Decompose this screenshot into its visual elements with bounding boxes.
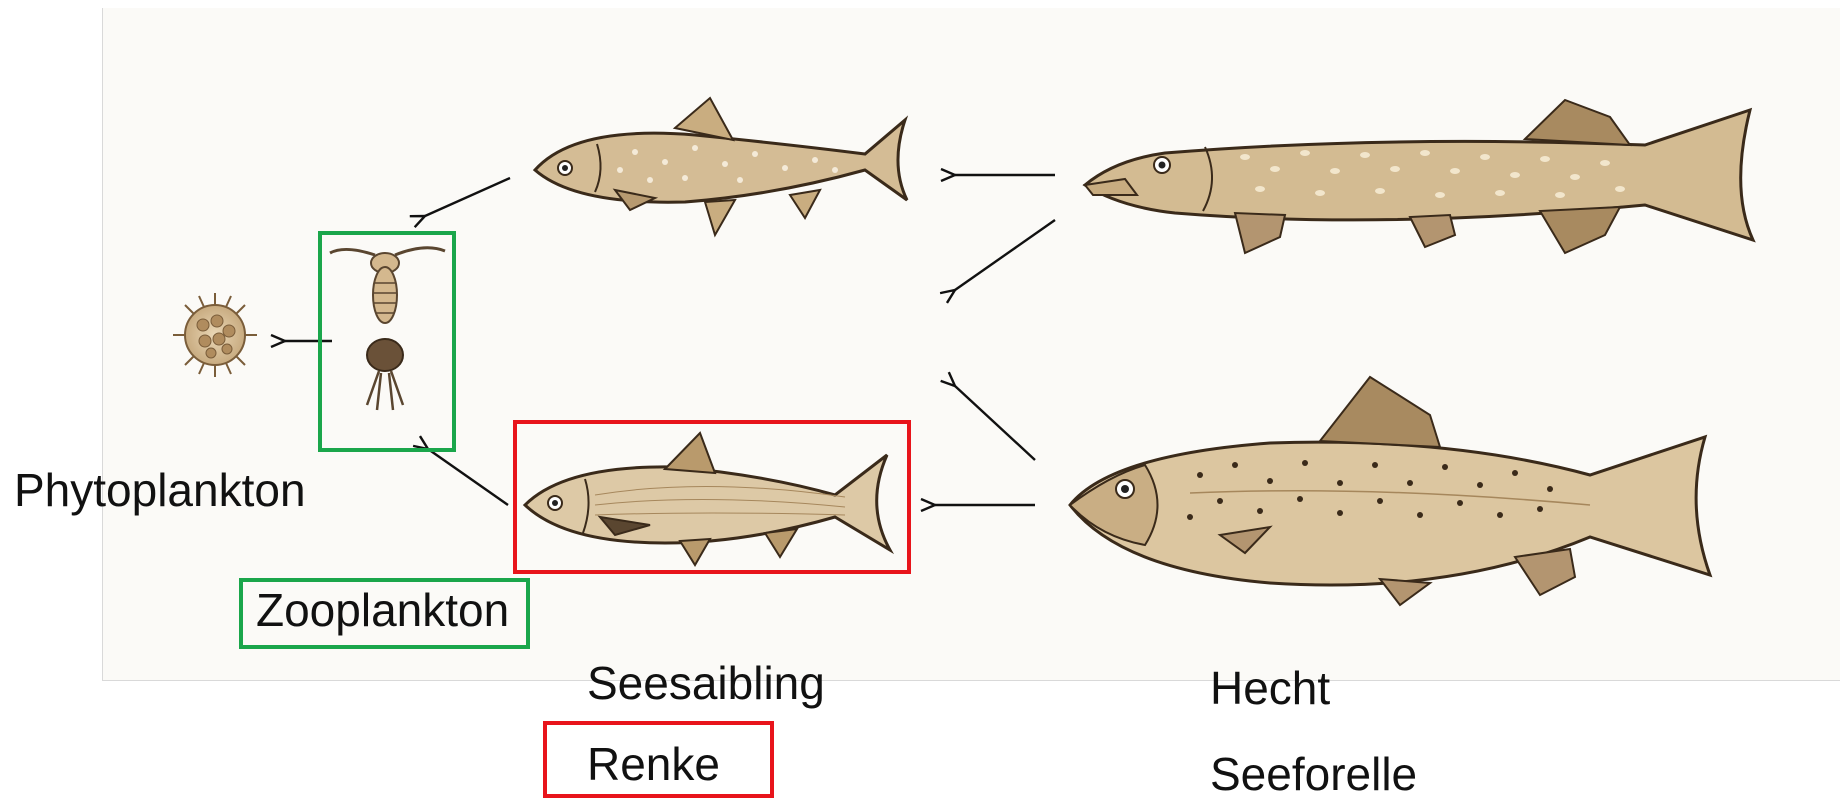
arrow-hecht-to-renke bbox=[955, 220, 1055, 290]
arrow-seeforelle-to-seesaibling bbox=[955, 386, 1035, 460]
arrow-seesaibling-to-zooplankton bbox=[425, 178, 510, 216]
label-seeforelle: Seeforelle bbox=[1210, 751, 1417, 797]
label-seesaibling: Seesaibling bbox=[587, 660, 825, 706]
renke-highlight-box bbox=[513, 420, 911, 574]
zooplankton-highlight-box bbox=[318, 231, 456, 452]
pike-fish-icon bbox=[1085, 100, 1753, 253]
label-zooplankton: Zooplankton bbox=[256, 587, 509, 633]
label-phytoplankton: Phytoplankton bbox=[14, 467, 306, 513]
arrow-renke-to-zooplankton bbox=[428, 449, 508, 505]
label-hecht: Hecht bbox=[1210, 665, 1330, 711]
char-fish-icon bbox=[535, 98, 907, 235]
lake-trout-icon bbox=[1070, 377, 1710, 605]
label-renke: Renke bbox=[587, 741, 720, 787]
phytoplankton-icon bbox=[173, 293, 257, 377]
